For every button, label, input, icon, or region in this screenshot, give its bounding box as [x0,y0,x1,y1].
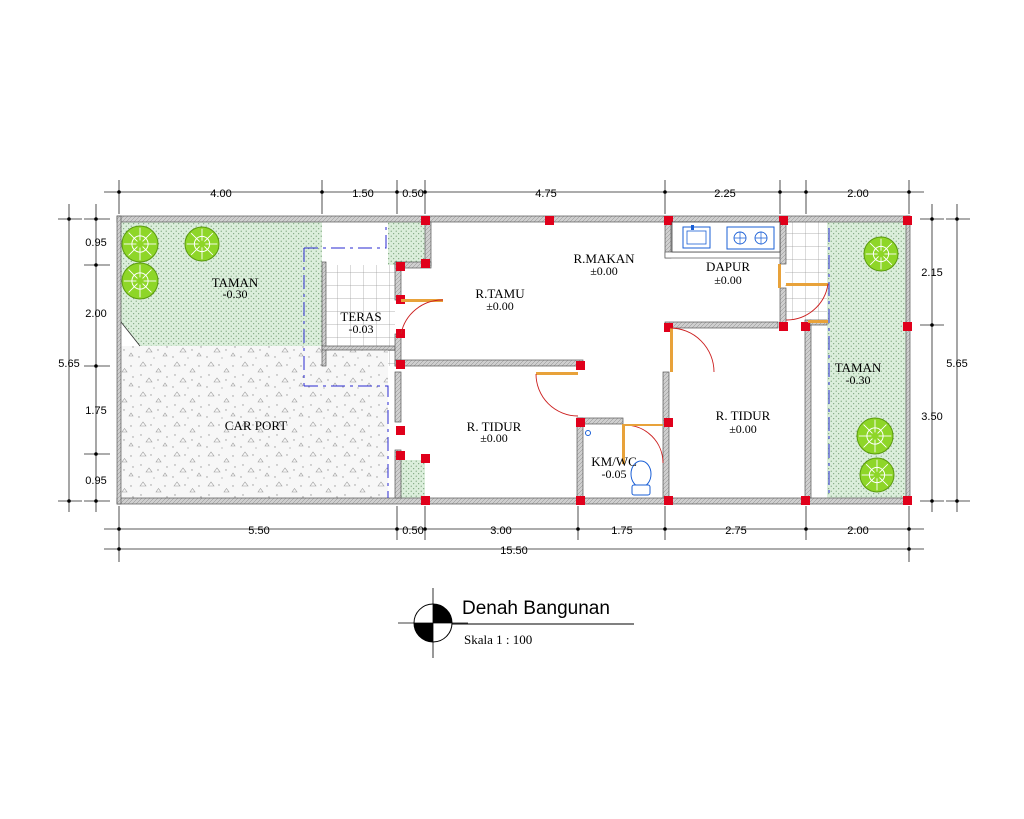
label-km-wc: KM/WC [591,454,637,469]
dim-left-2: 2.00 [85,308,106,320]
garden-left-strip [388,222,425,265]
dim-bottom-6: 2.00 [847,525,868,537]
dimension-ticks [67,190,959,551]
canopy-lines [303,222,830,498]
label-r-makan: R.MAKAN [573,251,635,266]
level-r-tamu: ±0.00 [486,299,514,313]
dimension-labels: 4.00 1.50 0.50 4.75 2.25 2.00 5.50 0.50 … [58,188,967,557]
dim-bottom-4: 1.75 [611,525,632,537]
drawing-title: Denah Bangunan [462,598,610,619]
step-lines [120,321,141,347]
dim-right-1: 2.15 [921,267,942,279]
door-dapur-frame [778,264,781,288]
dapur-tiles [785,222,827,320]
level-r-tidur-2: ±0.00 [729,422,757,436]
tree-icon [121,262,159,300]
dim-top-3: 0.50 [402,188,423,200]
dim-total: 15.50 [500,545,528,557]
label-car-port: CAR PORT [225,418,287,433]
door-teras [400,299,444,335]
dim-bottom-5: 2.75 [725,525,746,537]
label-taman-left: TAMAN [212,275,259,290]
north-symbol-icon [398,588,468,658]
dim-left-4: 0.95 [85,475,106,487]
dim-left-1: 0.95 [85,237,106,249]
label-taman-right: TAMAN [835,360,882,375]
door-km-frame [625,424,663,426]
level-taman-right: -0.30 [846,373,871,387]
tree-icon [184,226,220,262]
dim-left-3: 1.75 [85,405,106,417]
door-dapur [785,283,829,321]
level-r-makan: ±0.00 [590,264,618,278]
drawing-scale: Skala 1 : 100 [464,632,532,647]
level-dapur: ±0.00 [714,273,742,287]
dim-right-total: 5.65 [946,358,967,370]
dim-top-6: 2.00 [847,188,868,200]
garden-small [398,460,425,498]
sink [682,226,711,249]
label-r-tidur-2: R. TIDUR [716,408,771,423]
label-teras: TERAS [340,309,381,324]
window-frame-bottom [808,320,828,323]
carport-patch [322,346,388,388]
dim-top-2: 1.50 [352,188,373,200]
trees [121,225,899,493]
tree-icon [859,457,895,493]
level-km-wc: -0.05 [602,467,627,481]
dim-bottom-3: 3.00 [490,525,511,537]
dim-bottom-2: 0.50 [402,525,423,537]
dim-right-2: 3.50 [921,411,942,423]
dim-left-total: 5.65 [58,358,79,370]
doors [400,264,829,464]
columns [396,216,912,505]
label-r-tamu: R.TAMU [475,286,525,301]
stove [726,226,775,250]
label-dapur: DAPUR [706,259,750,274]
dim-top-5: 2.25 [714,188,735,200]
label-r-tidur-1: R. TIDUR [467,419,522,434]
level-teras: -0.03 [349,322,374,336]
dim-bottom-1: 5.50 [248,525,269,537]
dim-top-1: 4.00 [210,188,231,200]
door-tidur-2 [669,327,715,373]
kitchen-fixtures [671,221,781,253]
room-labels: TAMAN -0.30 TERAS -0.03 CAR PORT R.TAMU … [212,251,882,481]
level-r-tidur-1: ±0.00 [480,431,508,445]
door-tidur-1 [535,372,579,417]
dim-top-4: 4.75 [535,188,556,200]
title-block: Denah Bangunan Skala 1 : 100 [398,588,634,658]
carport-gravel [121,346,388,498]
tree-icon [856,417,894,455]
level-taman-left: -0.30 [223,287,248,301]
tree-icon [121,225,159,263]
toilet [585,430,652,496]
tree-icon [863,236,899,272]
